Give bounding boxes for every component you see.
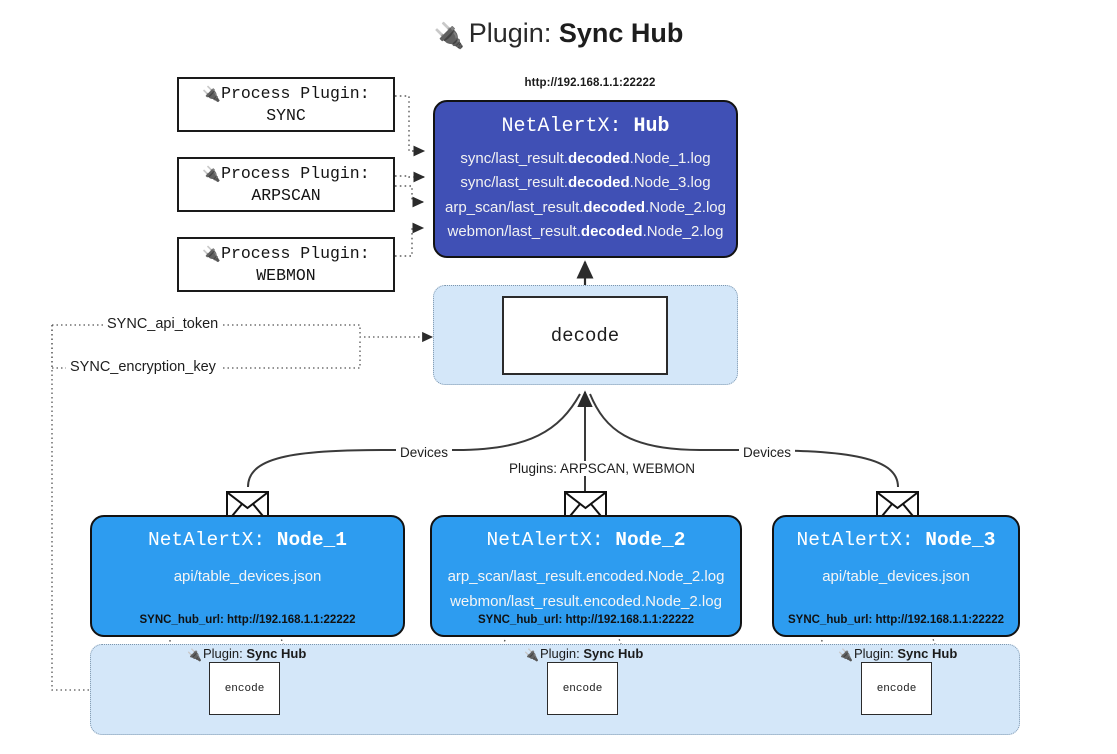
plug-icon: 🔌 — [838, 648, 853, 662]
plug-icon: 🔌 — [202, 86, 222, 103]
title-prefix: Plugin: — [468, 18, 552, 48]
process-plugin-arpscan[interactable]: 🔌Process Plugin: ARPSCAN — [177, 157, 395, 212]
bottom-plugin-label-1: 🔌Plugin: Sync Hub — [187, 646, 307, 662]
node-row: webmon/last_result.encoded.Node_2.log — [450, 593, 722, 611]
hub-url-label: http://192.168.1.1:22222 — [524, 77, 656, 89]
node-title: NetAlertX: Node_2 — [486, 529, 686, 551]
hub-log-row: sync/last_result.decoded.Node_3.log — [460, 174, 711, 192]
encode-box-2[interactable]: encode — [547, 662, 618, 715]
edge-label-devices-left: Devices — [396, 445, 453, 460]
encode-box-1[interactable]: encode — [209, 662, 280, 715]
hub-log-row: sync/last_result.decoded.Node_1.log — [460, 150, 711, 167]
hub-log-row: arp_scan/last_result.decoded.Node_2.log — [445, 198, 726, 216]
plug-icon: 🔌 — [202, 246, 222, 263]
node-hub-url: SYNC_hub_url: http://192.168.1.1:22222 — [139, 614, 356, 626]
process-plugin-webmon[interactable]: 🔌Process Plugin: WEBMON — [177, 237, 395, 292]
node-title: NetAlertX: Node_1 — [148, 529, 347, 551]
process-plugin-name: ARPSCAN — [251, 185, 321, 205]
hub-node[interactable]: NetAlertX: Hub sync/last_result.decoded.… — [433, 100, 738, 258]
plug-icon: 🔌 — [524, 648, 539, 662]
edge-label-devices-right: Devices — [739, 445, 796, 460]
node-title: NetAlertX: Node_3 — [796, 529, 996, 551]
sync-api-token-label: SYNC_api_token — [103, 316, 223, 332]
node-body: arp_scan/last_result.encoded.Node_2.log … — [432, 564, 740, 614]
node-1[interactable]: NetAlertX: Node_1 api/table_devices.json… — [90, 515, 405, 637]
node-hub-url: SYNC_hub_url: http://192.168.1.1:22222 — [787, 614, 1005, 626]
node-row: arp_scan/last_result.encoded.Node_2.log — [447, 568, 725, 585]
node-row: api/table_devices.json — [822, 568, 970, 585]
title-name: Sync Hub — [558, 18, 684, 48]
process-plugin-line1: 🔌Process Plugin: — [202, 84, 370, 103]
node-3[interactable]: NetAlertX: Node_3 api/table_devices.json… — [772, 515, 1020, 637]
process-plugin-line1: 🔌Process Plugin: — [202, 244, 370, 263]
plug-icon: 🔌 — [187, 648, 202, 662]
hub-title-prefix: NetAlertX: — [501, 115, 622, 138]
plug-icon: 🔌 — [433, 22, 465, 50]
node-body: api/table_devices.json — [774, 564, 1018, 589]
encode-box-3[interactable]: encode — [861, 662, 932, 715]
page-title: 🔌Plugin: Sync Hub — [0, 18, 1117, 50]
sync-encryption-key-label: SYNC_encryption_key — [66, 359, 220, 375]
plug-icon: 🔌 — [202, 166, 222, 183]
edge-label-plugins: Plugins: ARPSCAN, WEBMON — [505, 461, 700, 476]
process-plugin-name: WEBMON — [256, 265, 316, 285]
bottom-plugin-label-2: 🔌Plugin: Sync Hub — [524, 646, 644, 662]
decode-box[interactable]: decode — [502, 296, 668, 375]
hub-log-row: webmon/last_result.decoded.Node_2.log — [447, 222, 724, 240]
hub-title: NetAlertX: Hub — [435, 115, 736, 138]
process-plugin-sync[interactable]: 🔌Process Plugin: SYNC — [177, 77, 395, 132]
bottom-plugin-label-3: 🔌Plugin: Sync Hub — [838, 646, 958, 662]
hub-log-list: sync/last_result.decoded.Node_1.log sync… — [435, 147, 736, 244]
node-row: api/table_devices.json — [173, 568, 322, 585]
node-hub-url: SYNC_hub_url: http://192.168.1.1:22222 — [477, 614, 695, 626]
node-body: api/table_devices.json — [92, 564, 403, 589]
hub-title-name: Hub — [633, 115, 670, 138]
process-plugin-name: SYNC — [266, 105, 306, 125]
node-2[interactable]: NetAlertX: Node_2 arp_scan/last_result.e… — [430, 515, 742, 637]
process-plugin-line1: 🔌Process Plugin: — [202, 164, 370, 183]
